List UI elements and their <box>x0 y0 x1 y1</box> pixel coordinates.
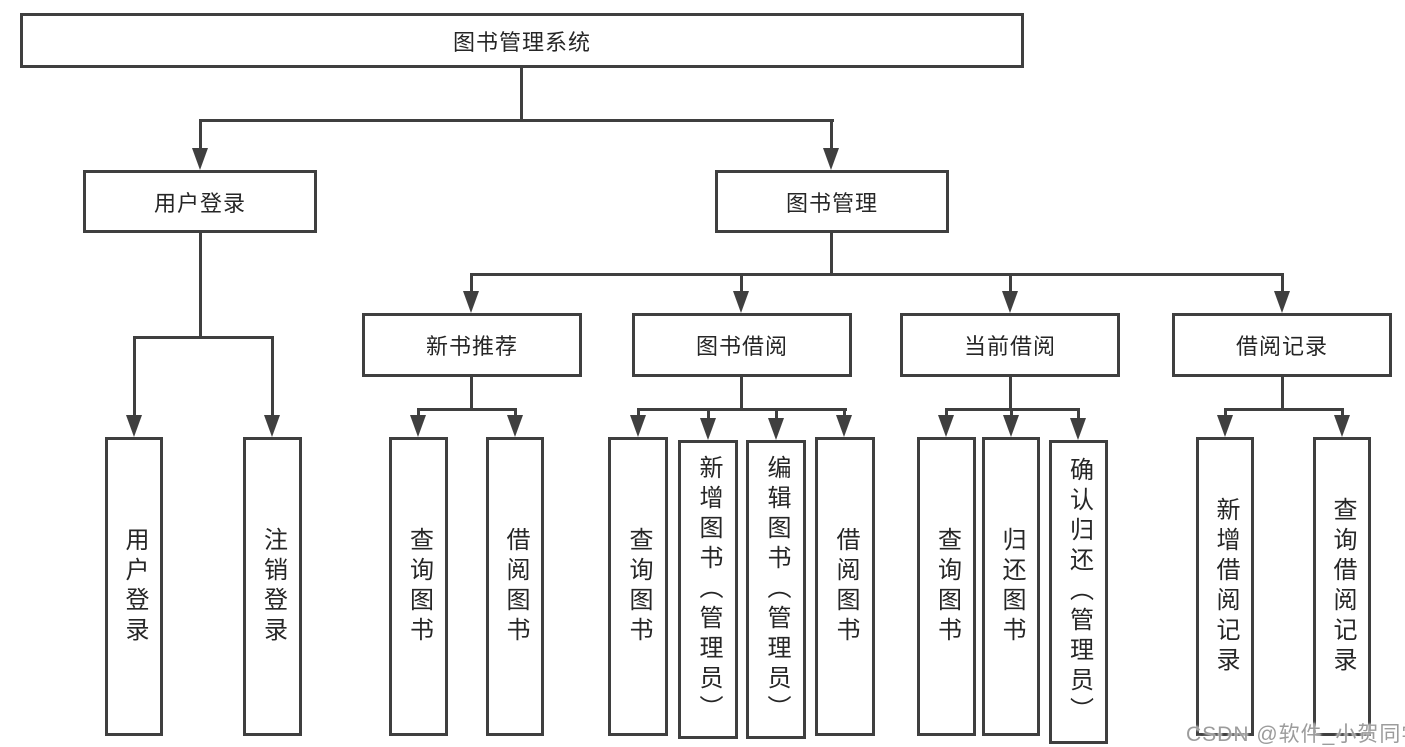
leaf-current-return-label: 归还图书 <box>998 526 1025 647</box>
arrow-down-borrow-borrow <box>836 415 852 437</box>
leaf-current-confirm-admin-label: 确认归还（管理员） <box>1065 457 1093 727</box>
arrow-down-current-query <box>938 415 954 437</box>
leaf-current-confirm-admin: 确认归还（管理员） <box>1049 440 1108 744</box>
arrow-down-borrow-query <box>630 415 646 437</box>
connector-drop-borrow-record <box>1281 273 1284 293</box>
connector-drop-leaf-login <box>133 336 136 418</box>
leaf-borrow-query: 查询图书 <box>608 437 668 736</box>
node-user-login: 用户登录 <box>83 170 317 233</box>
arrow-down-new-book <box>463 291 479 313</box>
leaf-user-login-label: 用户登录 <box>121 526 148 647</box>
connector-drop-record-query <box>1341 408 1344 418</box>
node-new-book-recommend-label: 新书推荐 <box>425 334 518 359</box>
connector-drop-record-add <box>1224 408 1227 418</box>
watermark: CSDN @软件_小贺同学 <box>1186 723 1405 746</box>
connector-drop-book-management <box>830 119 833 151</box>
leaf-user-login: 用户登录 <box>105 437 163 736</box>
leaf-logout-label: 注销登录 <box>259 526 287 647</box>
leaf-record-add: 新增借阅记录 <box>1196 437 1254 736</box>
arrow-down-current-borrow <box>1002 291 1018 313</box>
connector-drop-book-borrow <box>740 273 743 293</box>
arrow-down-leaf-logout <box>264 415 280 437</box>
connector-drop-borrow-add <box>707 408 710 421</box>
connector-user-login-split <box>133 336 274 339</box>
leaf-newbook-query-label: 查询图书 <box>405 526 433 647</box>
leaf-current-query: 查询图书 <box>917 437 976 736</box>
connector-drop-current-query <box>945 408 948 418</box>
node-book-borrow: 图书借阅 <box>632 313 852 377</box>
node-root-label: 图书管理系统 <box>452 29 591 55</box>
connector-level1-hline <box>199 119 834 122</box>
arrow-down-newbook-query <box>410 415 426 437</box>
leaf-borrow-borrow: 借阅图书 <box>815 437 875 736</box>
arrow-down-current-return <box>1003 415 1019 437</box>
leaf-borrow-add-admin-label: 新增图书（管理员） <box>695 454 722 725</box>
connector-borrow-record-split <box>1224 408 1344 411</box>
arrow-down-current-confirm <box>1070 418 1086 440</box>
connector-drop-borrow-borrow <box>843 408 846 418</box>
arrow-down-borrow-add <box>700 418 716 440</box>
connector-drop-current-confirm <box>1077 408 1080 421</box>
arrow-down-borrow-record <box>1274 291 1290 313</box>
leaf-borrow-add-admin: 新增图书（管理员） <box>678 440 738 739</box>
connector-drop-new-book <box>470 273 473 293</box>
leaf-logout: 注销登录 <box>243 437 302 736</box>
connector-root-stem <box>520 68 523 119</box>
connector-user-login-stem <box>199 233 202 338</box>
leaf-borrow-borrow-label: 借阅图书 <box>832 526 859 647</box>
connector-book-borrow-split <box>637 408 847 411</box>
leaf-newbook-query: 查询图书 <box>389 437 448 736</box>
connector-borrow-record-stem <box>1281 377 1284 411</box>
leaf-newbook-borrow-label: 借阅图书 <box>502 526 529 647</box>
node-root: 图书管理系统 <box>20 13 1024 68</box>
arrow-down-record-add <box>1217 415 1233 437</box>
leaf-borrow-edit-admin: 编辑图书（管理员） <box>746 440 806 739</box>
connector-new-book-split <box>417 408 517 411</box>
arrow-down-user-login <box>192 148 208 170</box>
node-current-borrow-label: 当前借阅 <box>963 334 1056 359</box>
node-user-login-label: 用户登录 <box>153 190 246 216</box>
connector-new-book-stem <box>470 377 473 411</box>
leaf-record-add-label: 新增借阅记录 <box>1212 496 1239 677</box>
leaf-record-query-label: 查询借阅记录 <box>1329 496 1356 677</box>
arrow-down-book-management <box>823 148 839 170</box>
connector-drop-current-return <box>1010 408 1013 418</box>
arrow-down-newbook-borrow <box>507 415 523 437</box>
arrow-down-borrow-edit <box>768 418 784 440</box>
connector-drop-borrow-query <box>637 408 640 418</box>
node-book-management-label: 图书管理 <box>785 190 878 216</box>
leaf-borrow-query-label: 查询图书 <box>625 526 652 647</box>
connector-level2-hline <box>470 273 1284 276</box>
node-borrow-record: 借阅记录 <box>1172 313 1392 377</box>
node-new-book-recommend: 新书推荐 <box>362 313 582 377</box>
connector-drop-user-login <box>199 119 202 151</box>
arrow-down-leaf-login <box>126 415 142 437</box>
connector-drop-leaf-logout <box>271 336 274 418</box>
connector-book-borrow-stem <box>740 377 743 411</box>
connector-drop-borrow-edit <box>775 408 778 421</box>
arrow-down-record-query <box>1334 415 1350 437</box>
leaf-newbook-borrow: 借阅图书 <box>486 437 544 736</box>
leaf-current-return: 归还图书 <box>982 437 1040 736</box>
node-book-borrow-label: 图书借阅 <box>695 334 788 359</box>
connector-book-management-stem <box>830 233 833 276</box>
leaf-current-query-label: 查询图书 <box>933 526 961 647</box>
connector-drop-newbook-borrow <box>514 408 517 418</box>
connector-drop-current-borrow <box>1009 273 1012 293</box>
leaf-borrow-edit-admin-label: 编辑图书（管理员） <box>763 454 790 725</box>
arrow-down-book-borrow <box>733 291 749 313</box>
connector-drop-newbook-query <box>417 408 420 418</box>
node-book-management: 图书管理 <box>715 170 949 233</box>
leaf-record-query: 查询借阅记录 <box>1313 437 1371 736</box>
node-borrow-record-label: 借阅记录 <box>1235 334 1328 359</box>
connector-current-borrow-stem <box>1009 377 1012 411</box>
node-current-borrow: 当前借阅 <box>900 313 1120 377</box>
